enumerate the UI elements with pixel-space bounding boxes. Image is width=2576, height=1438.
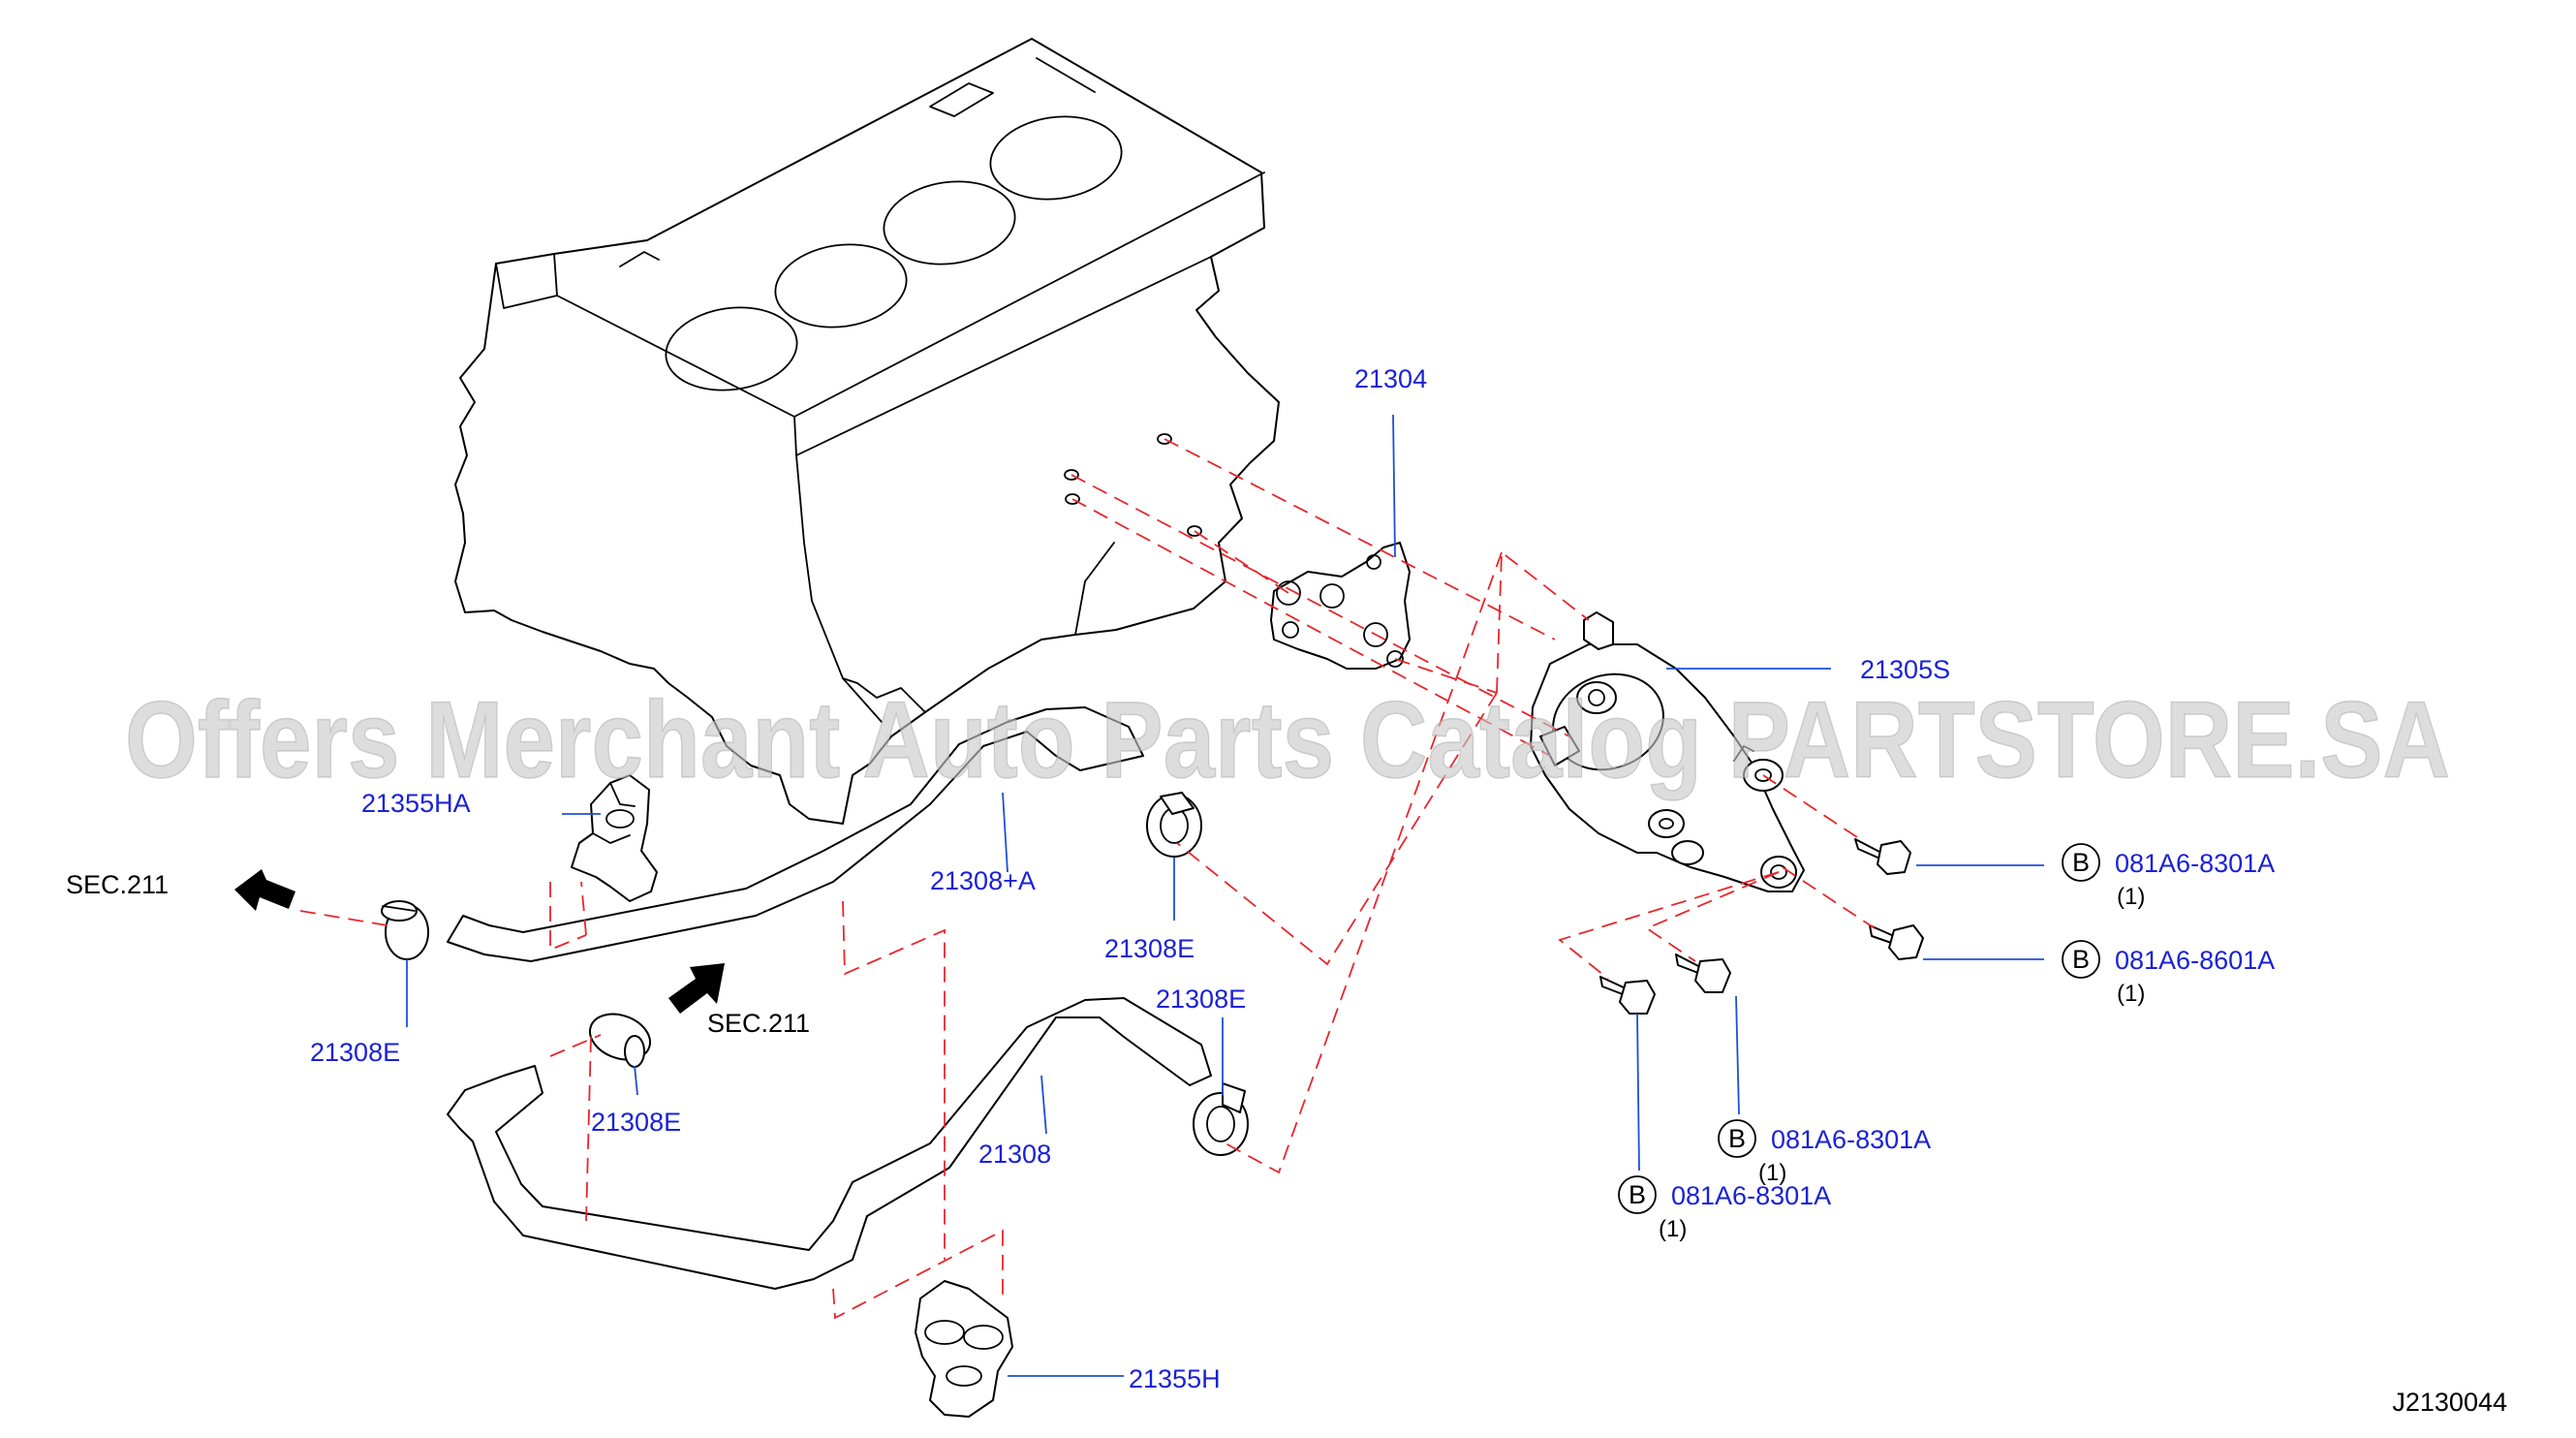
badge-letter: B [1728,1124,1746,1153]
badge-letter: B [2072,945,2090,974]
bolt-qty: (1) [1758,1160,1786,1186]
label-21305s: 21305S [1860,655,1950,684]
bolt-part-number: 081A6-8301A [2115,849,2275,878]
badge-b-icon [2062,940,2100,979]
leader-lines [406,414,2044,1377]
oil-cooler-21305s [1530,611,1805,892]
label-21308a: 21308+A [930,866,1036,895]
bolt-callout-4: B 081A6-8301A (1) [1618,1175,1831,1242]
badge-b-icon [2062,843,2100,882]
bolt-4 [1599,976,1656,1015]
badge-letter: B [2072,848,2090,877]
callout-labels: 21304 21305S 21355HA 21308+A 21308E 2130… [66,364,1950,1393]
gasket-21304 [1270,542,1411,670]
diagram-code: J2130044 [2392,1388,2507,1417]
badge-letter: B [1629,1180,1646,1209]
hose-21308a [447,706,1144,962]
label-21308e-upper: 21308E [1104,934,1195,963]
bolt-part-number: 081A6-8601A [2115,946,2275,975]
label-sec-mid: SEC.211 [707,1009,810,1038]
bracket-21355ha [571,774,658,902]
bolt-callout-3: B 081A6-8301A (1) [1718,1119,1931,1186]
bolt-callout-2: B 081A6-8601A (1) [2062,940,2275,1007]
label-21355h: 21355H [1129,1364,1221,1393]
bolt-2 [1869,924,1924,960]
label-21355ha: 21355HA [361,789,471,818]
engine-block [454,38,1280,825]
bolt-qty: (1) [2117,884,2145,910]
arrow-mid-icon [668,963,725,1014]
label-21304: 21304 [1354,364,1427,393]
label-21308e-mid: 21308E [591,1108,681,1137]
bolt-1 [1854,838,1911,875]
clamp-21308e-left [381,900,429,960]
bolt-qty: (1) [1659,1216,1687,1242]
hose-21308 [447,997,1212,1290]
bracket-21355h [915,1280,1013,1418]
label-sec-left: SEC.211 [66,870,169,899]
clamp-21308e-upper [1146,792,1202,858]
label-21308: 21308 [978,1140,1051,1169]
bolt-part-number: 081A6-8301A [1771,1125,1931,1154]
label-21308e-lower: 21308E [1156,985,1246,1014]
label-21308e-left: 21308E [310,1038,400,1067]
badge-b-icon [1618,1175,1657,1214]
bolt-callout-1: B 081A6-8301A (1) [2062,843,2275,910]
clamp-21308e-mid [589,1013,651,1068]
arrow-left-icon [234,869,295,911]
bolt-3 [1675,953,1731,993]
badge-b-icon [1718,1119,1756,1158]
assembly-lines [299,438,1876,1320]
bolt-part-number: 081A6-8301A [1671,1181,1831,1210]
clamp-21308e-lower [1193,1082,1249,1156]
watermark: Offers Merchant Auto Parts Catalog PARTS… [125,679,2450,800]
bolt-qty: (1) [2117,981,2145,1007]
